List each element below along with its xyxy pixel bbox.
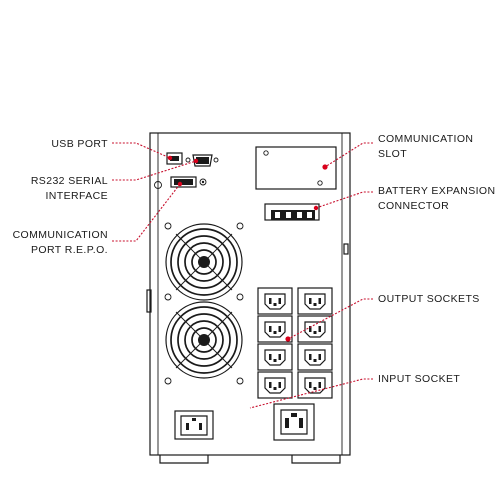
output-socket: [257, 287, 293, 315]
output-socket: [297, 371, 333, 399]
label-repo-line1: COMMUNICATION: [13, 229, 108, 241]
label-battery-line1: BATTERY EXPANSION: [378, 185, 495, 197]
fan-lower: [165, 301, 243, 379]
output-socket: [257, 343, 293, 371]
label-slot-line2: SLOT: [378, 148, 407, 160]
rs232-serial-port: [185, 154, 219, 167]
label-battery-line2: CONNECTOR: [378, 200, 449, 212]
bypass-socket: [174, 410, 214, 440]
callout-labels: USB PORT RS232 SERIAL INTERFACE COMMUNIC…: [13, 133, 496, 385]
mounting-screws: [164, 222, 244, 385]
output-socket: [257, 315, 293, 343]
label-slot-line1: COMMUNICATION: [378, 133, 473, 145]
repo-port: [154, 176, 207, 189]
label-input-socket: INPUT SOCKET: [378, 373, 460, 385]
label-usb-port: USB PORT: [51, 138, 108, 150]
ups-cabinet: [146, 132, 351, 464]
fan-upper: [165, 223, 243, 301]
callout-leaders: [112, 142, 373, 409]
output-socket: [297, 343, 333, 371]
usb-port: [166, 152, 183, 165]
label-rs232-line2: INTERFACE: [45, 190, 108, 202]
output-socket: [297, 315, 333, 343]
label-repo-line2: PORT R.E.P.O.: [31, 244, 108, 256]
output-socket: [297, 287, 333, 315]
label-output-sockets: OUTPUT SOCKETS: [378, 293, 480, 305]
output-sockets: [257, 287, 333, 399]
communication-slot: [255, 146, 337, 190]
battery-expansion-connector: [264, 203, 320, 221]
input-socket: [273, 403, 315, 441]
label-rs232-line1: RS232 SERIAL: [31, 175, 108, 187]
output-socket: [257, 371, 293, 399]
